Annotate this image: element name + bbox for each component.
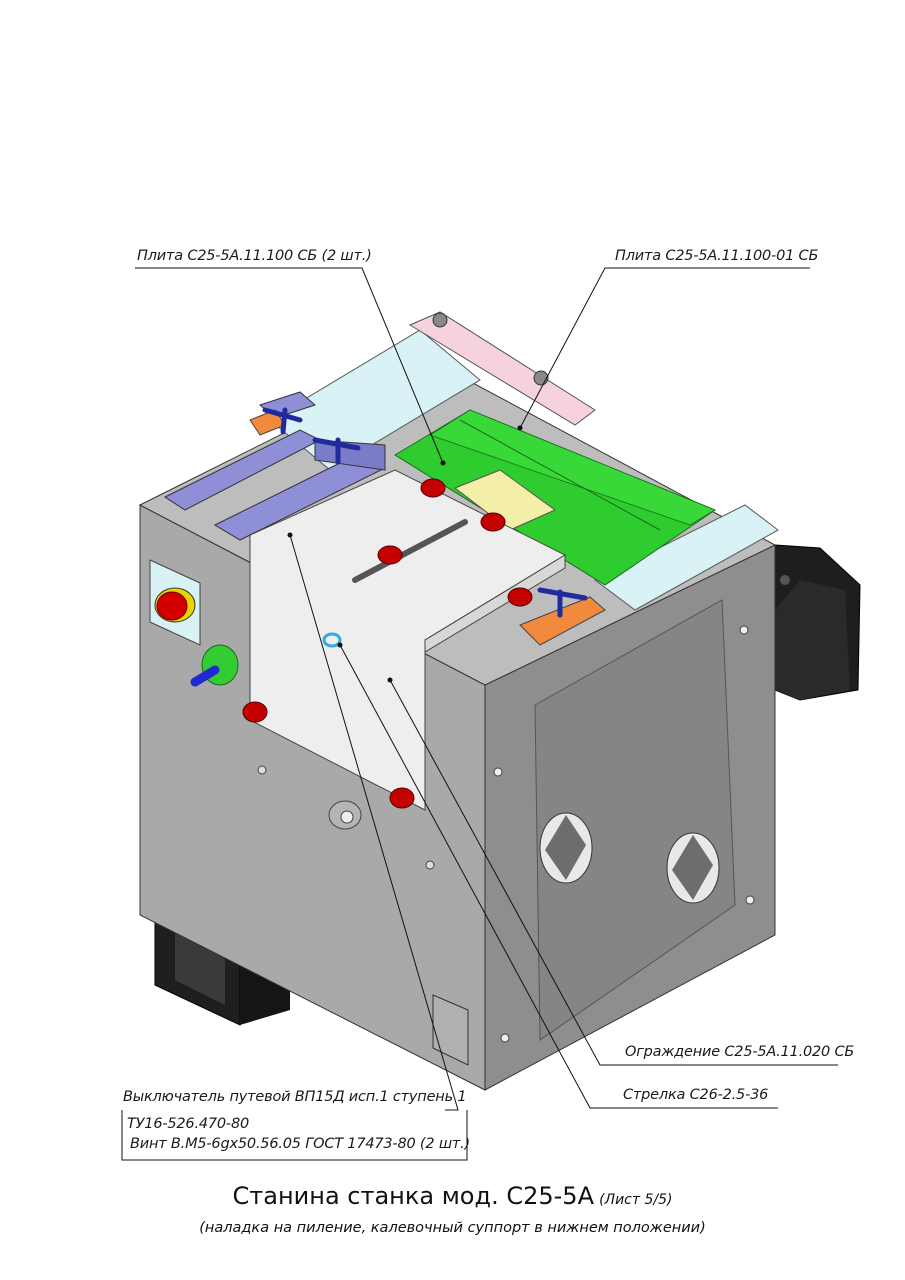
- title-sheet: (Лист 5/5): [599, 1192, 673, 1208]
- clamp-front: [519, 596, 606, 646]
- plate-lightblue-front: [594, 504, 779, 611]
- t-handles: [262, 407, 588, 618]
- leader-lines: [121, 267, 838, 1161]
- label-arrow: Стрелка С26-2.5-36: [623, 1087, 769, 1103]
- title-main: Станина станка мод. С25-5А: [232, 1182, 594, 1210]
- label-plate-pair: Плита С25-5А.11.100 СБ (2 шт.): [137, 248, 372, 264]
- motor: [774, 544, 861, 701]
- red-knobs: [242, 478, 533, 809]
- plate-lightblue-back: [269, 329, 481, 471]
- label-plate-single: Плита С25-5А.11.100-01 СБ: [615, 248, 819, 264]
- leader-dots: [287, 425, 523, 683]
- label-guard: Ограждение С25-5А.11.020 СБ: [625, 1044, 855, 1060]
- pink-bar: [408, 311, 596, 426]
- frame-holes: [257, 625, 755, 1066]
- arrow-indicator: [322, 632, 342, 648]
- sheet-title: Станина станка мод. С25-5А (Лист 5/5): [0, 1182, 905, 1210]
- sheet-subtitle: (наладка на пиление, калевочный суппорт …: [199, 1220, 706, 1236]
- label-switch-line3: Винт В.М5-6gх50.56.05 ГОСТ 17473-80 (2 ш…: [130, 1136, 470, 1152]
- label-switch-line2: ТУ16-526.470-80: [127, 1116, 250, 1132]
- label-switch-line1: Выключатель путевой ВП15Д исп.1 ступень …: [123, 1089, 467, 1105]
- frame-door-panel: [534, 599, 736, 1041]
- control-panel: [149, 559, 239, 687]
